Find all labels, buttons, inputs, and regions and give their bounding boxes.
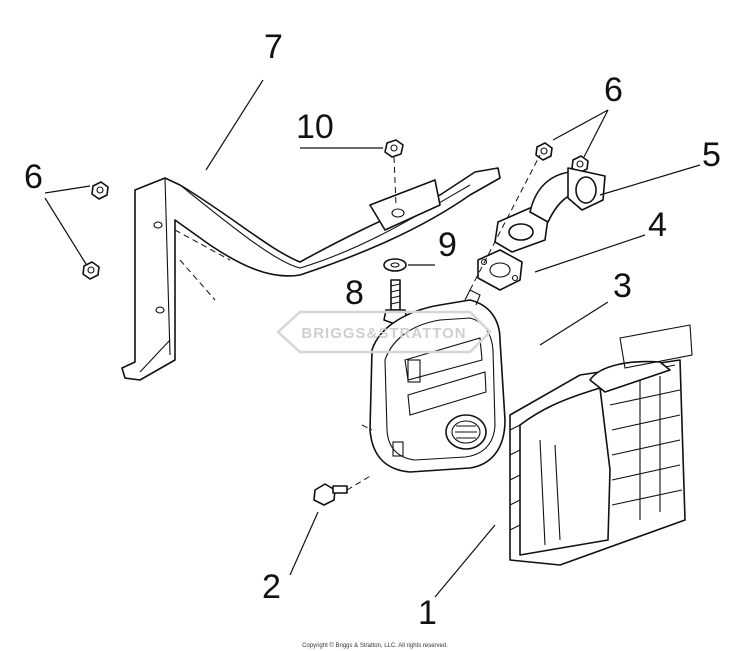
watermark-text: BRIGGS&STRATTON [301, 325, 466, 342]
callout-7: 7 [264, 28, 283, 66]
callout-9: 9 [438, 226, 457, 264]
leader-7 [205, 79, 264, 171]
leader-6-right-b [583, 109, 609, 158]
leader-6-right-a [552, 109, 609, 141]
callout-6-left: 6 [24, 158, 43, 196]
leader-3 [539, 301, 609, 346]
leader-6-left-bottom [44, 197, 87, 265]
callout-4: 4 [648, 206, 667, 244]
part-6-nuts-right [535, 142, 589, 174]
part-2-muffler [361, 154, 541, 473]
callout-5: 5 [702, 136, 721, 174]
callout-6-right: 6 [604, 71, 623, 109]
callout-labels: 7 10 6 6 5 4 9 3 8 2 1 [24, 28, 721, 632]
callout-8: 8 [345, 274, 364, 312]
part-10-nut [384, 139, 404, 206]
briggs-stratton-watermark: BRIGGS&STRATTON [276, 310, 492, 354]
callout-10: 10 [296, 108, 334, 146]
part-7-bracket [121, 167, 501, 381]
leader-5 [599, 164, 701, 196]
leader-lines [44, 79, 701, 598]
leader-1 [434, 524, 496, 598]
callout-1: 1 [418, 594, 437, 632]
part-1-3-muffler-guard [509, 324, 693, 566]
callout-3: 3 [613, 267, 632, 305]
leader-4 [534, 234, 646, 273]
part-4-gasket [477, 249, 523, 291]
copyright-text: Copyright © Briggs & Stratton, LLC. All … [302, 642, 448, 649]
part-6-nuts-left [82, 181, 109, 280]
leader-2 [289, 511, 319, 576]
part-2-screw [313, 474, 373, 506]
callout-2: 2 [262, 568, 281, 606]
part-9-washer [383, 258, 407, 272]
leader-6-left-top [44, 185, 91, 194]
part-5-exhaust-pipe [494, 167, 606, 253]
